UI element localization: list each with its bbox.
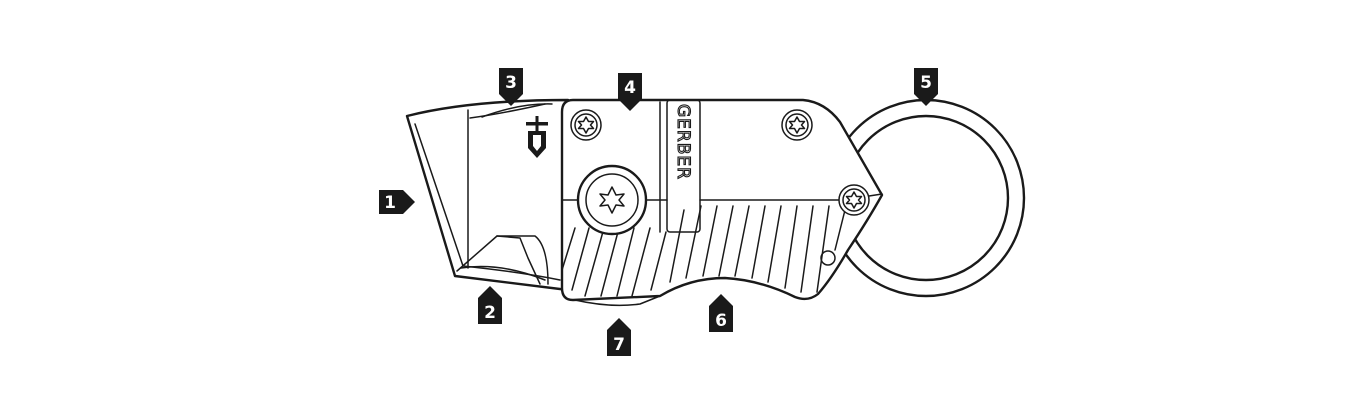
torx-screw-icon <box>838 184 870 216</box>
svg-text:4: 4 <box>624 78 636 98</box>
torx-screw-icon <box>781 109 813 141</box>
handle: GERBER <box>560 98 884 307</box>
callout-3: 3 <box>499 68 523 106</box>
grip-grooves <box>561 205 846 297</box>
callout-5: 5 <box>914 68 938 106</box>
pivot-screw-icon <box>576 164 648 236</box>
lanyard-hole <box>820 250 836 266</box>
svg-text:2: 2 <box>484 303 496 323</box>
torx-screw-icon <box>570 109 602 141</box>
callout-6: 6 <box>709 294 733 332</box>
svg-text:1: 1 <box>384 193 396 213</box>
brand-wordmark: GERBER <box>673 104 693 180</box>
svg-text:5: 5 <box>920 73 932 93</box>
blade <box>405 98 570 292</box>
callout-2: 2 <box>478 286 502 324</box>
svg-text:7: 7 <box>613 335 625 355</box>
callout-7: 7 <box>607 318 631 356</box>
svg-text:6: 6 <box>715 311 727 331</box>
svg-text:3: 3 <box>505 73 517 93</box>
callout-4: 4 <box>618 73 642 111</box>
gerber-logo-icon <box>526 116 548 158</box>
callout-1: 1 <box>379 190 415 214</box>
